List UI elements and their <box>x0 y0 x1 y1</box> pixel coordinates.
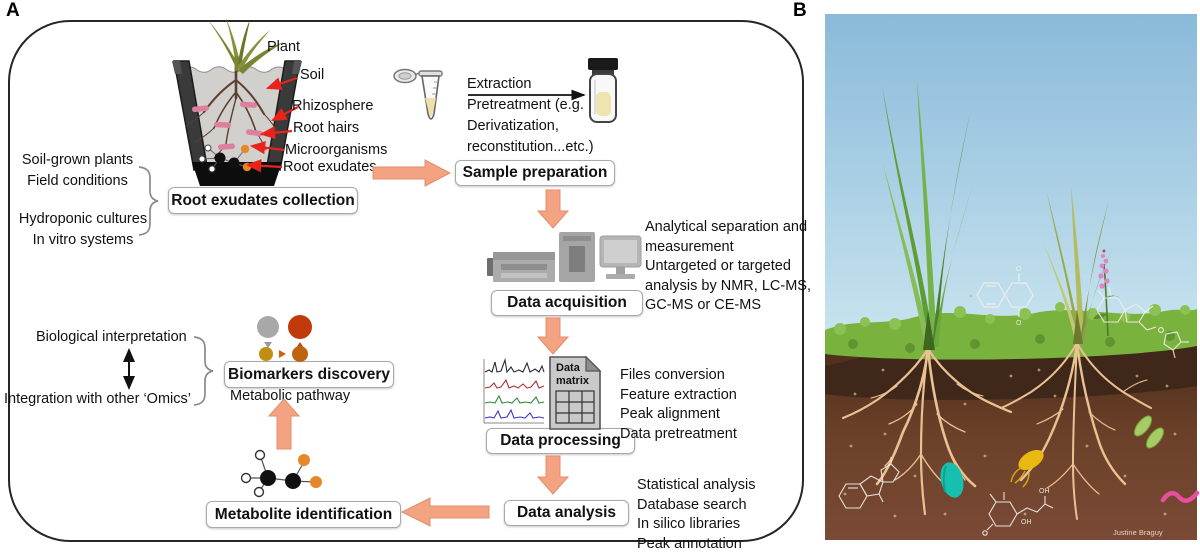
chem-structure-naphthoquinone: O O <box>976 266 1034 327</box>
eppendorf-tube-icon <box>393 68 443 120</box>
artist-signature: Justine Braguy <box>1113 528 1163 537</box>
condition-soil-grown: Soil-grown plants Field conditions <box>10 150 145 192</box>
box-sample-preparation: Sample preparation <box>455 160 615 186</box>
label-soil: Soil <box>300 67 325 83</box>
note-line: Peak annotation <box>637 535 742 552</box>
analysis-notes: Statistical analysis Database search In … <box>637 476 755 552</box>
condition-line: In vitro systems <box>32 232 134 248</box>
condition-hydroponic: Hydroponic cultures In vitro systems <box>8 209 158 251</box>
soil-speckles <box>843 294 1177 518</box>
curly-brace <box>138 166 159 236</box>
right-plant <box>1043 186 1113 344</box>
flower-spike <box>1093 249 1120 337</box>
grass-shadow-texture <box>848 331 1175 353</box>
panel-a-label: A <box>6 0 20 21</box>
right-root-system <box>1000 341 1152 520</box>
condition-line: Field conditions <box>27 173 128 189</box>
note-line: GC-MS or CE-MS <box>645 297 761 313</box>
atom-label-o: O <box>1016 320 1022 327</box>
extraction-line: Extraction <box>467 76 532 92</box>
extraction-line: Derivatization, <box>467 118 559 134</box>
note-line: Files conversion <box>620 367 725 383</box>
interpretation-bottom: Integration with other ‘Omics’ <box>4 391 191 407</box>
label-microorganisms: Microorganisms <box>285 142 388 158</box>
atom-label-oh: OH <box>1039 488 1050 495</box>
left-plant <box>882 80 973 350</box>
box-data-acquisition: Data acquisition <box>491 290 643 316</box>
vial-icon <box>588 58 618 123</box>
microorganism-rods <box>191 101 263 150</box>
extraction-line: Pretreatment (e.g. <box>467 97 584 113</box>
condition-line: Hydroponic cultures <box>18 211 148 227</box>
root-exudates-molecule <box>198 144 252 173</box>
box-data-analysis: Data analysis <box>504 500 629 526</box>
biomarkers-subtitle: Metabolic pathway <box>230 388 351 404</box>
note-line: Feature extraction <box>620 386 737 403</box>
interpretation-top: Biological interpretation <box>36 329 187 345</box>
chem-structure-strigolactone <box>1096 286 1189 359</box>
processing-notes: Files conversion Feature extraction Peak… <box>620 366 737 444</box>
note-line: Data pretreatment <box>620 425 737 442</box>
metabolic-pathway-icon <box>257 315 312 362</box>
atom-label-oh: OH <box>1021 519 1032 526</box>
atom-label-o: O <box>1016 266 1022 273</box>
extraction-line: reconstitution...etc.) <box>467 139 594 155</box>
box-biomarkers-discovery: Biomarkers discovery <box>224 361 394 388</box>
double-headed-arrow <box>123 348 135 390</box>
data-matrix-text: Data <box>556 362 581 374</box>
condition-line: Soil-grown plants <box>21 152 134 168</box>
chromatograms-icon <box>483 357 545 424</box>
note-line: Database search <box>637 496 747 513</box>
note-line: Untargeted or targeted <box>645 258 791 274</box>
chem-structure-aba-like: OH OH <box>982 488 1054 536</box>
panel-b-illustration: O O OH OH <box>825 14 1200 540</box>
box-root-exudates-collection: Root exudates collection <box>168 187 358 214</box>
panel-a-border <box>8 20 804 542</box>
note-line: In silico libraries <box>637 516 741 532</box>
box-data-processing: Data processing <box>486 428 635 454</box>
label-root-hairs: Root hairs <box>293 120 360 136</box>
acquisition-notes: Analytical separation and measurement Un… <box>645 218 811 316</box>
note-line: Statistical analysis <box>637 477 756 493</box>
microbe-teal <box>940 462 964 498</box>
label-plant: Plant <box>267 39 301 55</box>
plant-leaves <box>208 18 284 74</box>
note-line: analysis by NMR, LC-MS, <box>645 277 811 294</box>
note-line: Analytical separation and <box>645 219 808 235</box>
label-root-exudates: Root exudates <box>283 159 377 175</box>
microbe-green-pair <box>1133 415 1165 449</box>
flow-arrow-up <box>267 398 301 450</box>
flow-arrow-right <box>372 159 452 187</box>
curly-brace <box>193 336 214 406</box>
analytical-instruments-icon <box>487 232 642 282</box>
extraction-arrow <box>468 89 586 101</box>
box-metabolite-identification: Metabolite identification <box>206 501 401 528</box>
data-matrix-document-icon: Data matrix <box>549 355 602 430</box>
flow-arrow-down <box>536 455 570 495</box>
flow-arrow-down <box>536 317 570 355</box>
microbe-yellow-flagellate <box>1010 449 1044 488</box>
flow-arrow-left <box>400 497 490 527</box>
metabolite-molecule-icon <box>240 449 322 498</box>
panel-b-label: B <box>793 0 807 21</box>
pot-plant-illustration <box>172 18 302 186</box>
chem-structure-indole <box>838 457 900 509</box>
note-line: measurement <box>645 238 734 255</box>
microbe-pink-worm <box>1160 490 1200 503</box>
data-matrix-text: matrix <box>556 375 590 387</box>
flow-arrow-down <box>536 189 570 229</box>
note-line: Peak alignment <box>620 406 720 422</box>
label-rhizosphere: Rhizosphere <box>292 98 374 114</box>
grass-texture <box>834 302 1190 335</box>
